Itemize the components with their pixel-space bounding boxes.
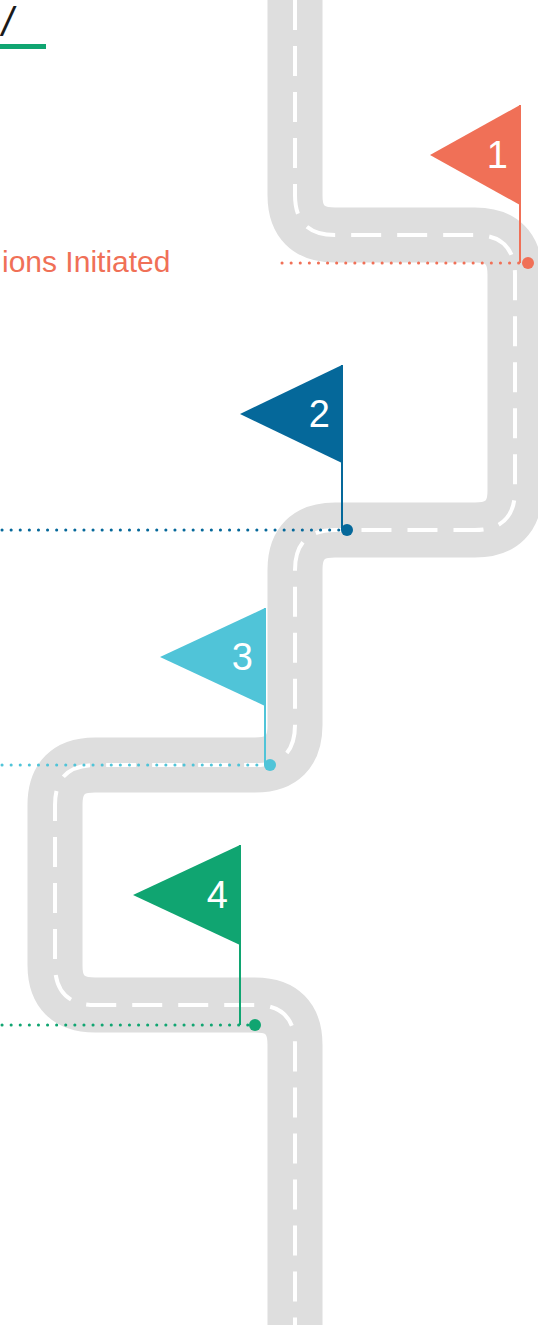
- callout-number: 1: [487, 136, 508, 174]
- flag-triangle: [160, 608, 265, 706]
- flag-triangle: [133, 845, 240, 945]
- milestone-flag: 1: [430, 105, 520, 205]
- title-underline: [0, 44, 46, 49]
- leader-line: [2, 764, 270, 767]
- road-centerline: [55, 0, 515, 1325]
- milestone-flag: 4: [133, 845, 240, 945]
- road: [55, 0, 515, 1325]
- leader-line: [282, 262, 528, 265]
- flag-triangle: [430, 105, 520, 205]
- callout-number: 4: [207, 876, 228, 914]
- flag-triangle: [240, 365, 342, 463]
- milestone-flag: 3: [160, 608, 265, 706]
- marker-dot: [522, 257, 534, 269]
- callout-number: 3: [232, 638, 253, 676]
- callout-number: 2: [309, 395, 330, 433]
- marker-dot: [249, 1019, 261, 1031]
- marker-dot: [264, 759, 276, 771]
- leader-line: [2, 529, 347, 532]
- title-fragment: /: [2, 2, 13, 42]
- milestone-text: ions Initiated: [2, 247, 170, 277]
- marker-dot: [341, 524, 353, 536]
- milestone-flag: 2: [240, 365, 342, 463]
- leader-line: [2, 1024, 255, 1027]
